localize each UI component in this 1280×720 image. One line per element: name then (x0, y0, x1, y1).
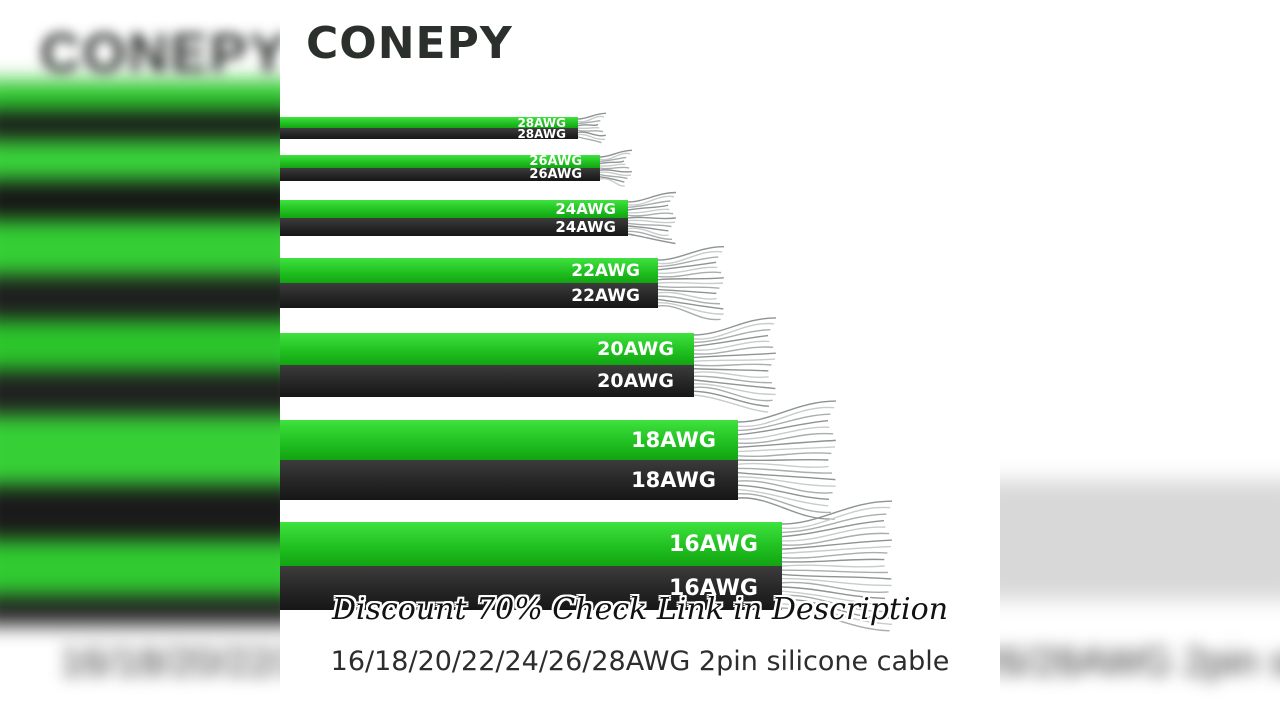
gauge-label-green: 20AWG (597, 338, 674, 360)
black-wire: 26AWG (280, 167, 600, 182)
black-wire: 20AWG (280, 365, 694, 397)
gauge-label-black: 26AWG (529, 167, 582, 182)
green-wire: 16AWG (280, 522, 782, 566)
black-wire: 22AWG (280, 283, 658, 308)
gauge-label-black: 22AWG (571, 285, 640, 306)
gauge-label-green: 26AWG (529, 154, 582, 169)
copper-strands-icon (627, 191, 677, 245)
black-wire: 28AWG (280, 126, 578, 141)
gauge-label-green: 24AWG (555, 200, 616, 218)
gauge-label-black: 28AWG (517, 126, 566, 141)
black-wire: 24AWG (280, 218, 628, 236)
product-caption: 16/18/20/22/24/26/28AWG 2pin silicone ca… (330, 646, 950, 677)
black-wire: 18AWG (280, 460, 738, 500)
green-wire: 26AWG (280, 154, 600, 169)
copper-strands-icon (577, 112, 607, 144)
promo-overlay-text: Discount 70% Check Link in Description (331, 592, 949, 627)
gauge-label-green: 16AWG (669, 531, 758, 557)
gauge-label-green: 28AWG (517, 115, 566, 130)
blurred-caption-right: 16/18/20/22/24/26/28AWG 2pin silicone ca… (1000, 640, 1280, 684)
copper-strands-icon (693, 317, 777, 413)
blurred-logo: CONEPY (40, 21, 280, 84)
green-wire: 22AWG (280, 258, 658, 283)
green-wire: 18AWG (280, 420, 738, 460)
gauge-label-black: 16AWG (669, 575, 758, 601)
green-wire: 28AWG (280, 115, 578, 130)
brand-logo: CONEPY (306, 18, 513, 69)
green-wire: 20AWG (280, 333, 694, 365)
blurred-caption: 16/18/20/22/24/26/28AWG 2pin silicone ca… (60, 640, 280, 684)
gauge-label-green: 18AWG (631, 428, 716, 452)
gauge-label-black: 18AWG (631, 468, 716, 492)
blurred-left-background: CONEPY 16/18/20/22/24/26/28AWG 2pin sili… (0, 0, 280, 720)
gauge-label-black: 24AWG (555, 218, 616, 236)
copper-strands-icon (737, 400, 837, 520)
gauge-label-green: 22AWG (571, 260, 640, 281)
copper-strands-icon (781, 500, 893, 632)
gauge-label-black: 20AWG (597, 370, 674, 392)
copper-strands-icon (599, 149, 633, 187)
blurred-right-background: 16/18/20/22/24/26/28AWG 2pin silicone ca… (1000, 0, 1280, 720)
green-wire: 24AWG (280, 200, 628, 218)
copper-strands-icon (657, 246, 725, 321)
black-wire: 16AWG (280, 566, 782, 610)
